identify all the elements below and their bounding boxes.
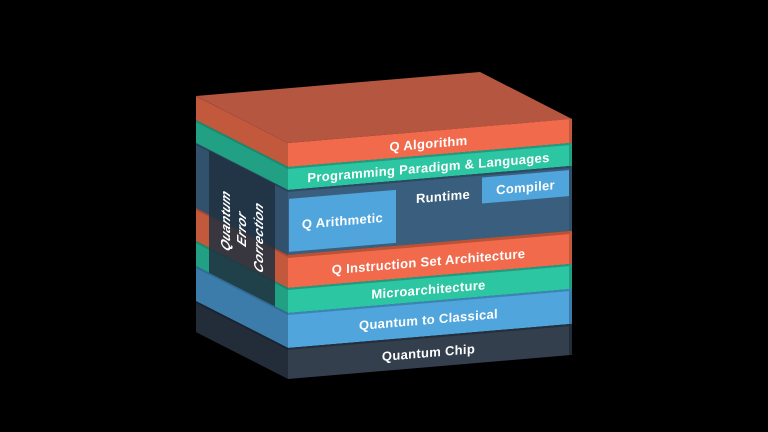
error-correction-line-3: Correction — [250, 198, 266, 275]
error-correction-line-2: Error — [233, 207, 249, 249]
runtime-label: Runtime — [415, 186, 471, 207]
compiler-label: Compiler — [496, 176, 555, 197]
compiler-box: Compiler — [482, 170, 569, 204]
error-correction-label: Quantum Error Correction — [218, 182, 267, 276]
stack-front: Q Algorithm Programming Paradigm & Langu… — [288, 118, 572, 379]
layer-q-algorithm-label: Q Algorithm — [389, 132, 468, 154]
error-correction-line-1: Quantum — [217, 186, 233, 254]
layer-quantum-chip-label: Quantum Chip — [381, 341, 476, 365]
q-arithmetic-box: Q Arithmetic — [289, 189, 396, 252]
q-arithmetic-label: Q Arithmetic — [301, 209, 384, 232]
stack-left-side: Quantum Error Correction — [196, 96, 288, 379]
layer-quantum-to-classical-label: Quantum to Classical — [359, 306, 498, 333]
